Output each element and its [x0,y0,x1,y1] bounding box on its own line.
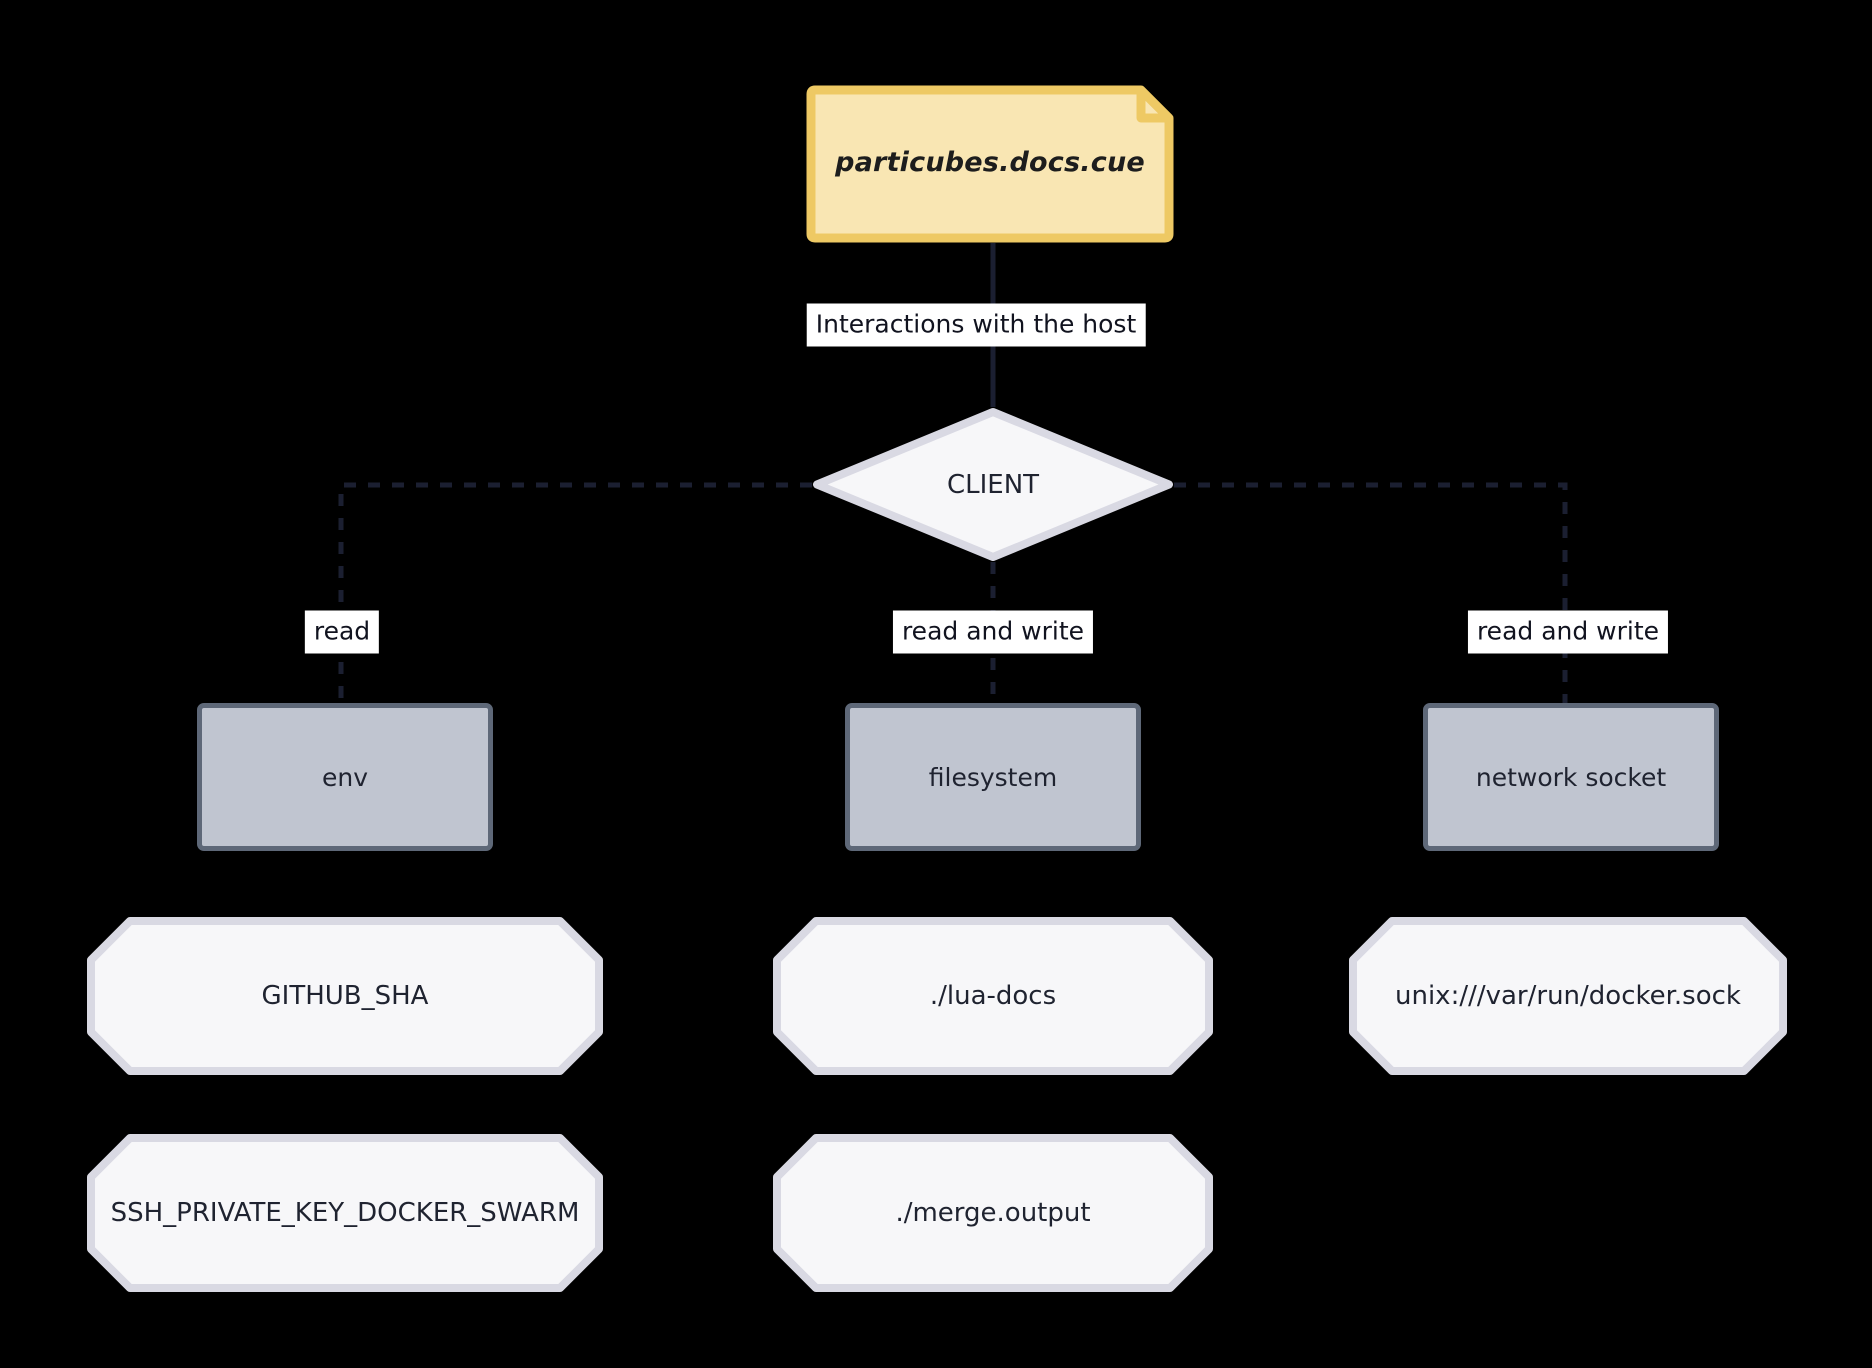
filesystem-label: filesystem [928,762,1058,792]
node-env[interactable]: env [197,703,493,851]
node-docker-sock[interactable]: unix:///var/run/docker.sock [1348,916,1788,1076]
node-github-sha[interactable]: GITHUB_SHA [86,916,604,1076]
lua-docs-label: ./lua-docs [929,981,1057,1011]
octagon-shape [773,917,1213,1075]
docker-sock-label: unix:///var/run/docker.sock [1395,981,1741,1011]
edge-client-to-network-socket [1174,482,1568,703]
octagon-shape [773,1134,1213,1292]
node-merge-output[interactable]: ./merge.output [772,1133,1214,1293]
diamond-shape [813,408,1173,561]
edge-client-to-env [338,482,812,703]
edge-label-read-and-write-filesystem: read and write [892,610,1094,654]
env-label: env [321,762,369,792]
merge-output-label: ./merge.output [895,1198,1091,1228]
ssh-private-key-label: SSH_PRIVATE_KEY_DOCKER_SWARM [110,1198,580,1228]
octagon-shape [87,1134,603,1292]
octagon-shape [87,917,603,1075]
github-sha-label: GITHUB_SHA [261,981,429,1011]
node-network-socket[interactable]: network socket [1423,703,1719,851]
node-client[interactable]: CLIENT [812,407,1174,562]
octagon-shape [1349,917,1787,1075]
node-ssh-private-key-docker-swarm[interactable]: SSH_PRIVATE_KEY_DOCKER_SWARM [86,1133,604,1293]
note-label: particubes.docs.cue [835,146,1145,178]
node-note-particubes-docs-cue[interactable]: particubes.docs.cue [806,85,1174,243]
edge-label-interactions-with-the-host: Interactions with the host [806,303,1146,347]
node-filesystem[interactable]: filesystem [845,703,1141,851]
network-socket-label: network socket [1475,762,1667,792]
node-lua-docs[interactable]: ./lua-docs [772,916,1214,1076]
edge-label-read: read [304,610,380,654]
note-shape [806,85,1174,243]
client-label: CLIENT [946,469,1040,500]
edge-label-read-and-write-network-socket: read and write [1467,610,1669,654]
